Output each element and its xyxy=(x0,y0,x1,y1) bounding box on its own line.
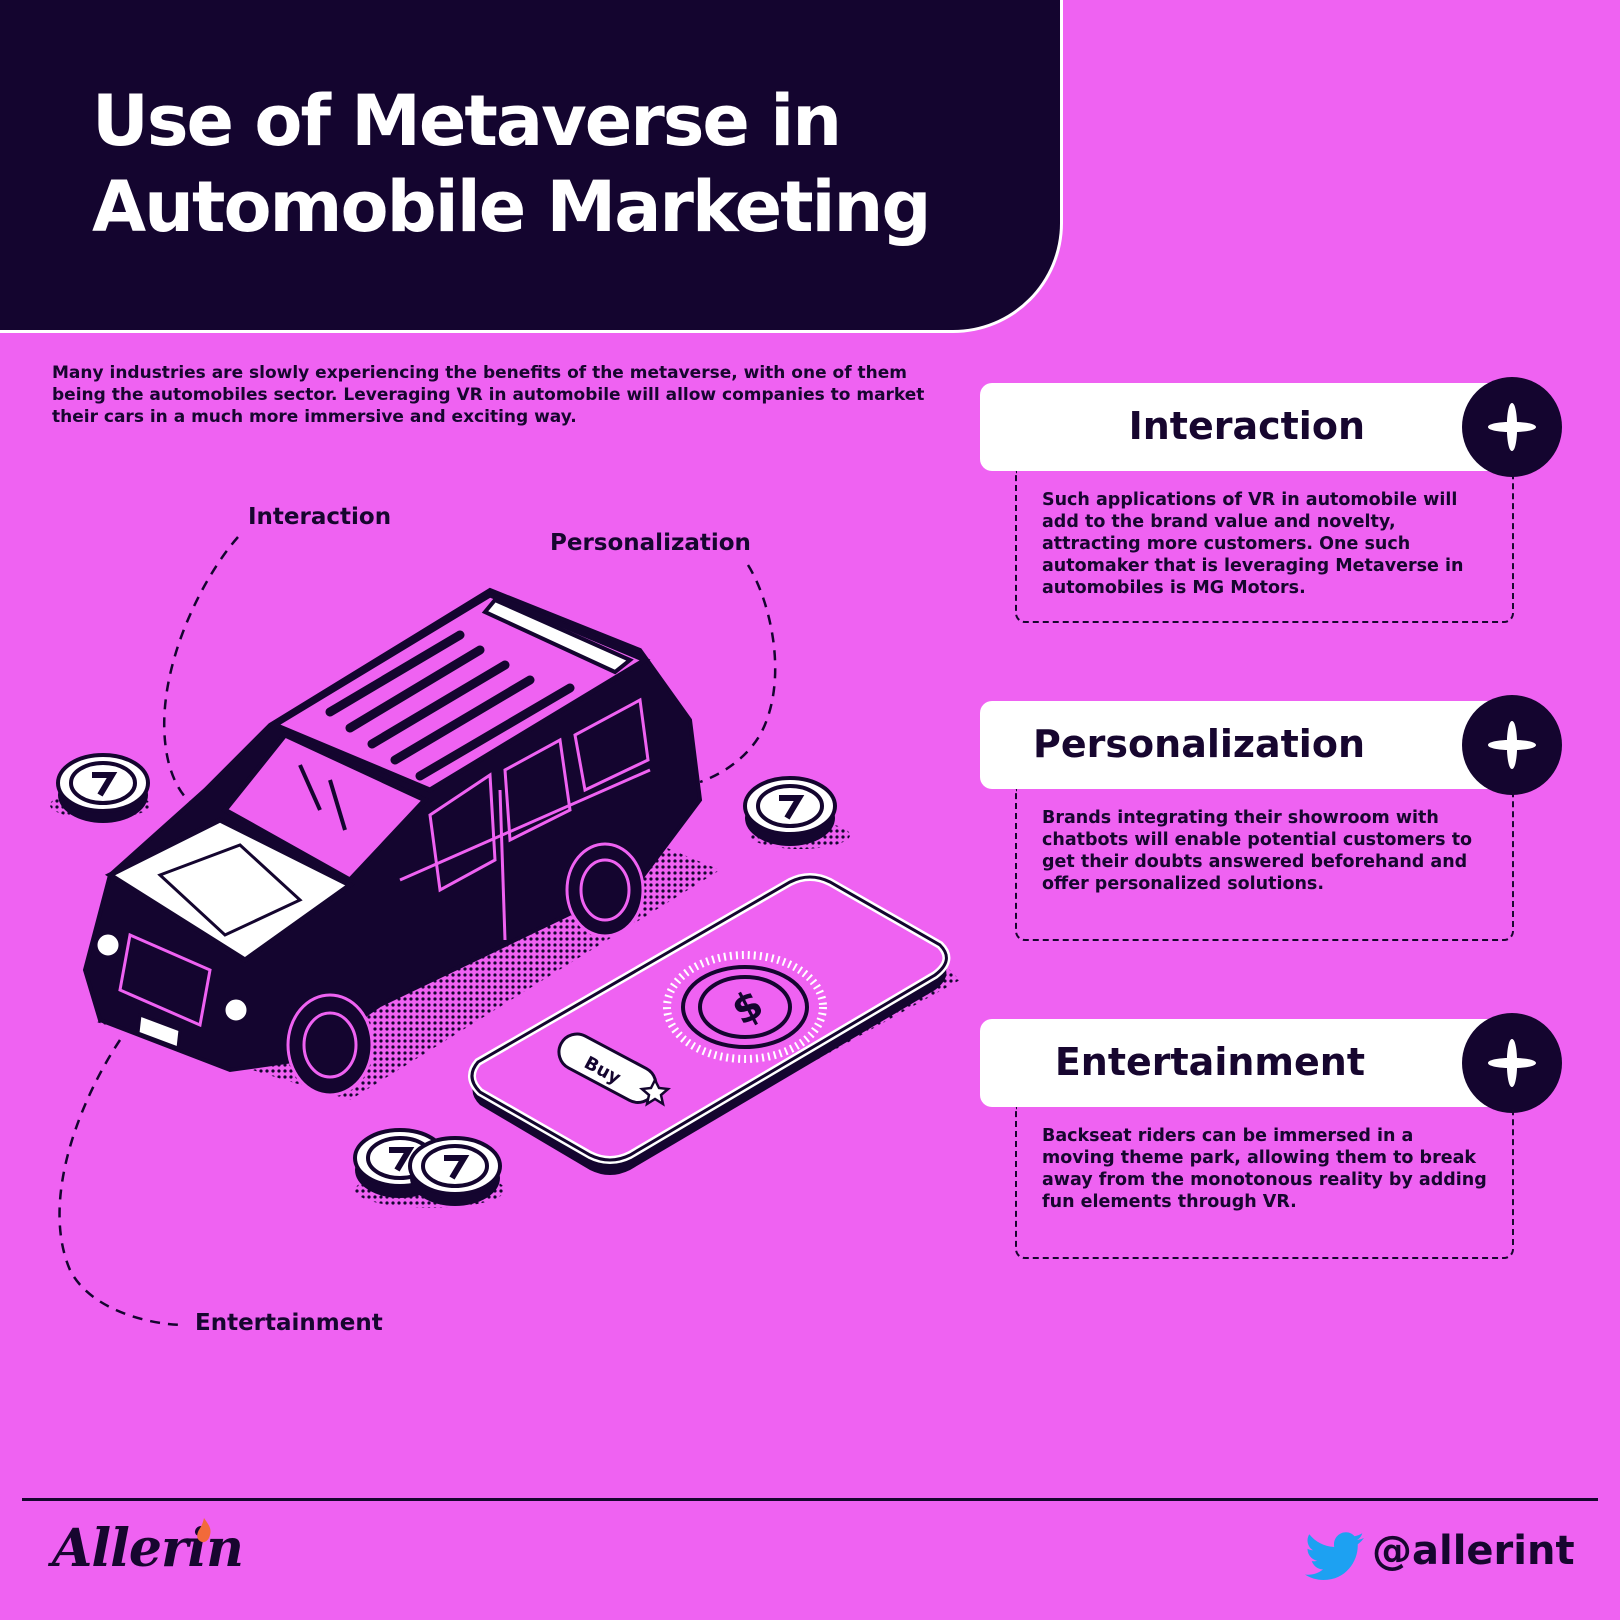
entertainment-connector xyxy=(58,1039,186,1327)
flame-icon xyxy=(197,1518,211,1543)
page-title: Use of Metaverse in Automobile Marketing xyxy=(92,78,931,250)
plus-icon xyxy=(1488,1039,1536,1087)
twitter-icon[interactable] xyxy=(1305,1532,1365,1582)
illustration-svg: $ Buy xyxy=(50,536,960,1327)
title-line-1: Use of Metaverse in xyxy=(92,80,842,162)
expand-button[interactable] xyxy=(1462,377,1562,477)
car-illustration: $ Buy xyxy=(0,470,960,1350)
card-header: Entertainment xyxy=(980,1019,1500,1107)
wheel-icon xyxy=(286,993,374,1097)
intro-paragraph: Many industries are slowly experiencing … xyxy=(52,363,925,427)
callout-interaction: Interaction xyxy=(248,504,392,530)
dollar-coin-icon xyxy=(663,951,827,1063)
twitter-handle[interactable]: @allerint xyxy=(1372,1528,1575,1574)
callout-entertainment: Entertainment xyxy=(195,1310,383,1336)
header-banner: Use of Metaverse in Automobile Marketing xyxy=(0,0,1063,333)
allerin-logo[interactable]: Allerin xyxy=(52,1518,244,1579)
card-title: Entertainment xyxy=(1054,1040,1365,1084)
expand-button[interactable] xyxy=(1462,1013,1562,1113)
callout-personalization: Personalization xyxy=(550,530,751,556)
card-body: Such applications of VR in automobile wi… xyxy=(1015,471,1514,623)
footer-divider xyxy=(22,1498,1598,1501)
coin-icon xyxy=(56,753,150,823)
star-icon xyxy=(639,1077,671,1107)
title-line-2: Automobile Marketing xyxy=(92,166,931,248)
coin-icon xyxy=(408,1136,502,1206)
plus-icon xyxy=(1488,721,1536,769)
card-title: Interaction xyxy=(1128,404,1365,448)
expand-button[interactable] xyxy=(1462,695,1562,795)
car-icon xyxy=(82,587,703,1097)
card-body: Brands integrating their showroom with c… xyxy=(1015,789,1514,941)
plus-icon xyxy=(1488,403,1536,451)
card-text: Such applications of VR in automobile wi… xyxy=(1042,490,1464,598)
personalization-connector xyxy=(699,564,777,784)
wheel-icon xyxy=(565,842,645,938)
card-header: Interaction xyxy=(980,383,1500,471)
phone-icon: $ Buy xyxy=(468,873,951,1175)
card-text: Brands integrating their showroom with c… xyxy=(1042,808,1473,894)
card-header: Personalization xyxy=(980,701,1500,789)
card-body: Backseat riders can be immersed in a mov… xyxy=(1015,1107,1514,1259)
coin-icon xyxy=(743,776,837,846)
card-title: Personalization xyxy=(1033,722,1365,766)
card-text: Backseat riders can be immersed in a mov… xyxy=(1042,1126,1487,1212)
